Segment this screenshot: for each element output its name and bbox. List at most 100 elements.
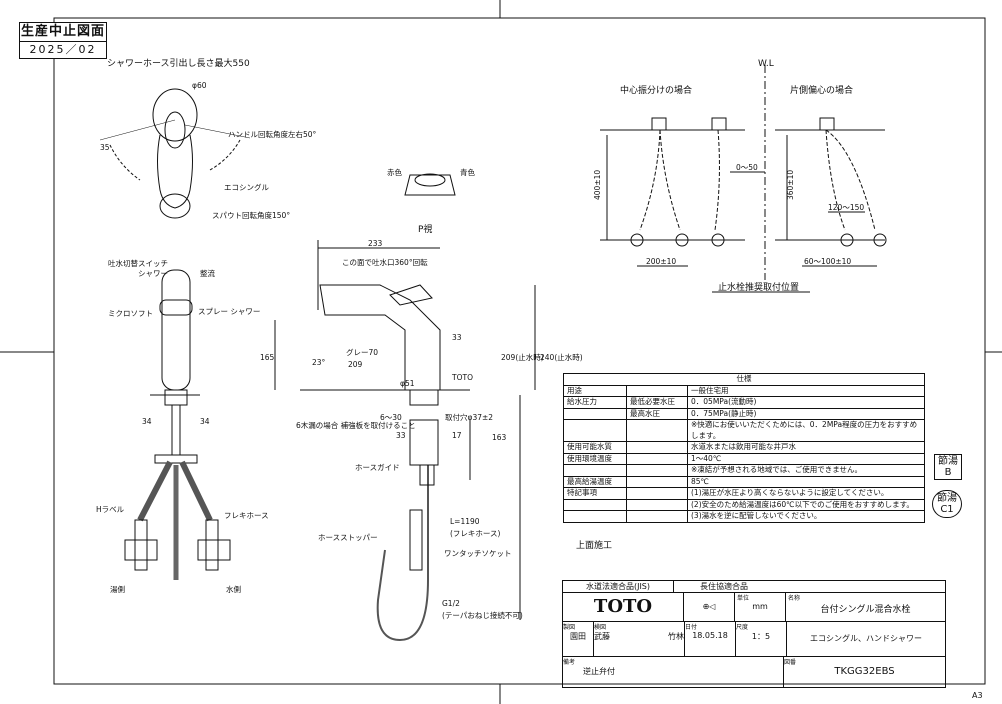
brand-logo: TOTO	[563, 593, 684, 621]
taper-note: (テーパおねじ接続不可)	[442, 610, 523, 620]
spec-row: ※凍結が予想される地域では、ご使用できません。	[563, 464, 925, 477]
dim33b: 33	[396, 431, 406, 440]
spec-cell: (3)湯水を逆に配管しないでください。	[687, 510, 925, 523]
compliance-jis: 水道法適合品(JIS)	[563, 581, 674, 592]
spec-cell: 0．75MPa(静止時)	[687, 407, 925, 420]
dim400: 400±10	[593, 170, 602, 200]
center-case: 中心振分けの場合	[620, 84, 692, 96]
spec-cell: 一般住宅用	[687, 384, 925, 397]
dia51: φ51	[400, 379, 415, 388]
spec-cell	[563, 464, 627, 477]
spec-cell: 特記事項	[563, 487, 627, 500]
badge-b: 節湯 B	[934, 454, 962, 480]
spec-cell	[626, 510, 688, 523]
scale-label: 尺度	[736, 624, 749, 631]
spec-cell: 最低必要水圧	[626, 396, 688, 409]
remarks: 逆止弁付	[583, 667, 615, 676]
check-by: 武藤	[594, 632, 610, 641]
valve-position-views	[600, 65, 887, 293]
dim120-150: 120〜150	[828, 203, 864, 212]
flexi-hose: フレキホース	[224, 511, 269, 520]
projection-symbol-icon: ⊕◁	[684, 593, 735, 621]
seisui-label: 整流	[200, 268, 215, 278]
dim163: 163	[492, 433, 507, 442]
spec-cell	[563, 419, 627, 442]
top-mount: 上面施工	[576, 539, 612, 551]
dim209: 209	[348, 360, 363, 369]
red-label: 赤色	[387, 167, 402, 177]
dim165: 165	[260, 353, 275, 362]
title-block: 水道法適合品(JIS) 長住協適合品 TOTO ⊕◁ 単位 mm 名称 台付シン…	[562, 580, 946, 688]
spec-cell	[563, 407, 627, 420]
hose-stopper: ホースストッパー	[318, 533, 378, 542]
dim34b: 34	[200, 417, 210, 426]
spec-cell	[626, 441, 688, 454]
hose-length-note: シャワーホース引出し長さ最大550	[107, 57, 250, 69]
dim17: 17	[452, 431, 462, 440]
date: 18.05.18	[692, 631, 728, 640]
dim360: 360±10	[786, 170, 795, 200]
spec-cell: 使用可能水質	[563, 441, 627, 454]
discontinued-stamp: 生産中止図面 2025／02	[19, 22, 107, 59]
spec-cell: 85℃	[687, 475, 925, 488]
dim23: 23°	[312, 358, 326, 367]
dim33a: 33	[452, 333, 462, 342]
toto-mark: TOTO	[451, 373, 473, 382]
spray-shower: スプレー シャワー	[198, 307, 260, 316]
p-view	[404, 173, 456, 196]
spec-cell: 1〜40℃	[687, 452, 925, 465]
dim6-30: 6〜30	[380, 413, 402, 422]
dia60-label: φ60	[192, 81, 207, 90]
scale: 1：5	[751, 632, 771, 641]
spec-row: (2)安全のため給湯温度は60℃以下でのご使用をおすすめします。	[563, 498, 925, 511]
hot-side: 湯側	[110, 584, 125, 594]
one-touch-label: ワンタッチソケット	[444, 549, 512, 558]
spec-row: (3)湯水を逆に配管しないでください。	[563, 510, 925, 523]
eco-single-label: エコシングル	[224, 182, 269, 192]
dim60-100: 60〜100±10	[804, 257, 851, 266]
spec-cell	[626, 498, 688, 511]
date-label: 日付	[685, 624, 698, 631]
mount-hole: 取付穴φ37±2	[445, 412, 493, 422]
dim240: 240(止水時)	[540, 352, 583, 362]
handle-angle-label: ハンドル回転角度左右50°	[228, 129, 317, 139]
top-view	[99, 88, 251, 219]
hose-guide: ホースガイド	[355, 462, 400, 472]
water-stop-title: 止水栓推奨取付位置	[718, 281, 799, 293]
spec-row: 使用環境温度 1〜40℃	[563, 452, 925, 465]
dim34a: 34	[142, 417, 152, 426]
unit-label: 単位	[737, 595, 750, 602]
spec-cell: (2)安全のため給湯温度は60℃以下でのご使用をおすすめします。	[687, 498, 925, 511]
spec-row: 用途 一般住宅用	[563, 384, 925, 397]
spec-cell	[626, 452, 688, 465]
made-label: 製図	[563, 624, 576, 631]
made-by: 園田	[570, 632, 586, 641]
spec-cell	[626, 384, 688, 397]
spec-cell	[563, 510, 627, 523]
dim200: 200±10	[646, 257, 676, 266]
flexi-label: (フレキホース)	[450, 529, 501, 538]
p-view-label: P視	[418, 223, 432, 235]
product-desc: エコシングル、ハンドシャワー	[810, 634, 922, 643]
spec-cell: (1)湯圧が水圧より高くならないように設定してください。	[687, 487, 925, 500]
spec-cell	[626, 419, 688, 442]
badge-c1: 節湯 C1	[932, 490, 962, 518]
stamp-line2: 2025／02	[29, 43, 97, 56]
compliance-jutaku: 長住協適合品	[700, 582, 748, 591]
wl-label: W.L	[758, 59, 774, 69]
side-view	[274, 240, 536, 642]
spec-row: ※快適にお使いいただくためには、0．2MPa程度の圧力をおすすめします。	[563, 419, 925, 442]
spec-title: 仕様	[563, 373, 925, 386]
spec-cell	[563, 498, 627, 511]
drawing-number: TKGG32EBS	[834, 666, 895, 677]
spec-cell: 用途	[563, 384, 627, 397]
l1190: L=1190	[450, 517, 480, 526]
spec-cell: 最高水圧	[626, 407, 688, 420]
spec-cell: 使用環境温度	[563, 452, 627, 465]
spec-cell: 水道水または飲用可能な井戸水	[687, 441, 925, 454]
spec-cell: 給水圧力	[563, 396, 627, 409]
approve-by: 竹林	[668, 632, 684, 641]
micro-soft: ミクロソフト	[108, 309, 153, 318]
